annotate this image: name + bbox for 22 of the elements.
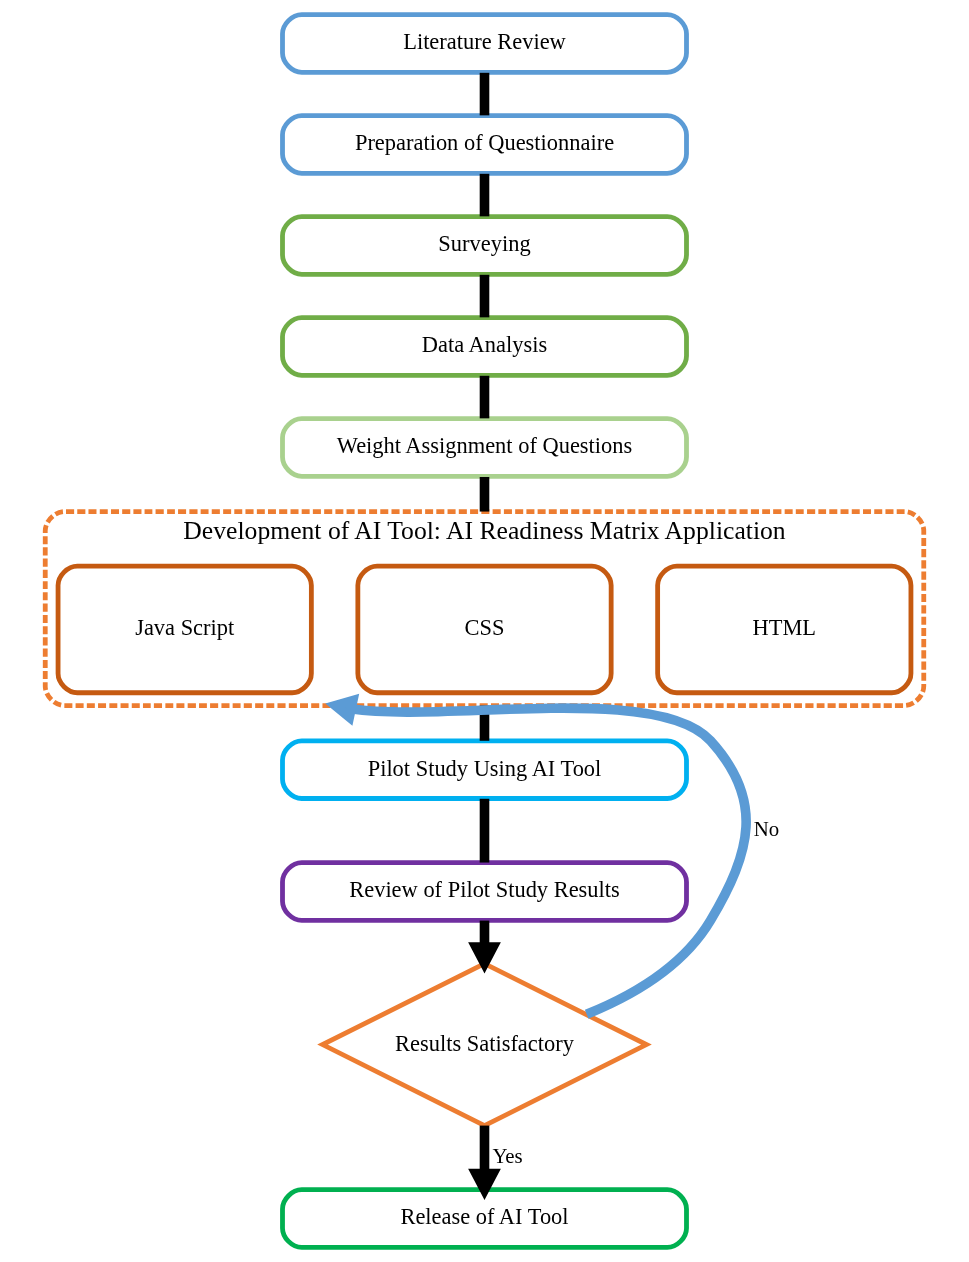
arrow	[325, 693, 751, 1019]
connector	[479, 274, 490, 318]
edge-label: No	[753, 817, 780, 842]
arrow	[468, 1125, 501, 1200]
node-box: HTML	[655, 563, 914, 696]
arrow	[468, 920, 501, 974]
node-box: Preparation of Questionnaire	[280, 113, 689, 176]
connector	[479, 375, 490, 419]
node-box: Review of Pilot Study Results	[280, 860, 689, 923]
node-box: Surveying	[280, 214, 689, 277]
node-box: Weight Assignment of Questions	[280, 416, 689, 479]
node-box: CSS	[355, 563, 614, 696]
node-box: Literature Review	[280, 12, 689, 75]
node-box: Java Script	[55, 563, 314, 696]
connector	[479, 476, 490, 512]
edge-label: Yes	[492, 1144, 523, 1169]
connector	[479, 173, 490, 217]
connector	[479, 72, 490, 116]
node-box: Pilot Study Using AI Tool	[280, 738, 689, 801]
node-box: Data Analysis	[280, 315, 689, 378]
node-box: Release of AI Tool	[280, 1187, 689, 1250]
connector	[479, 798, 490, 863]
